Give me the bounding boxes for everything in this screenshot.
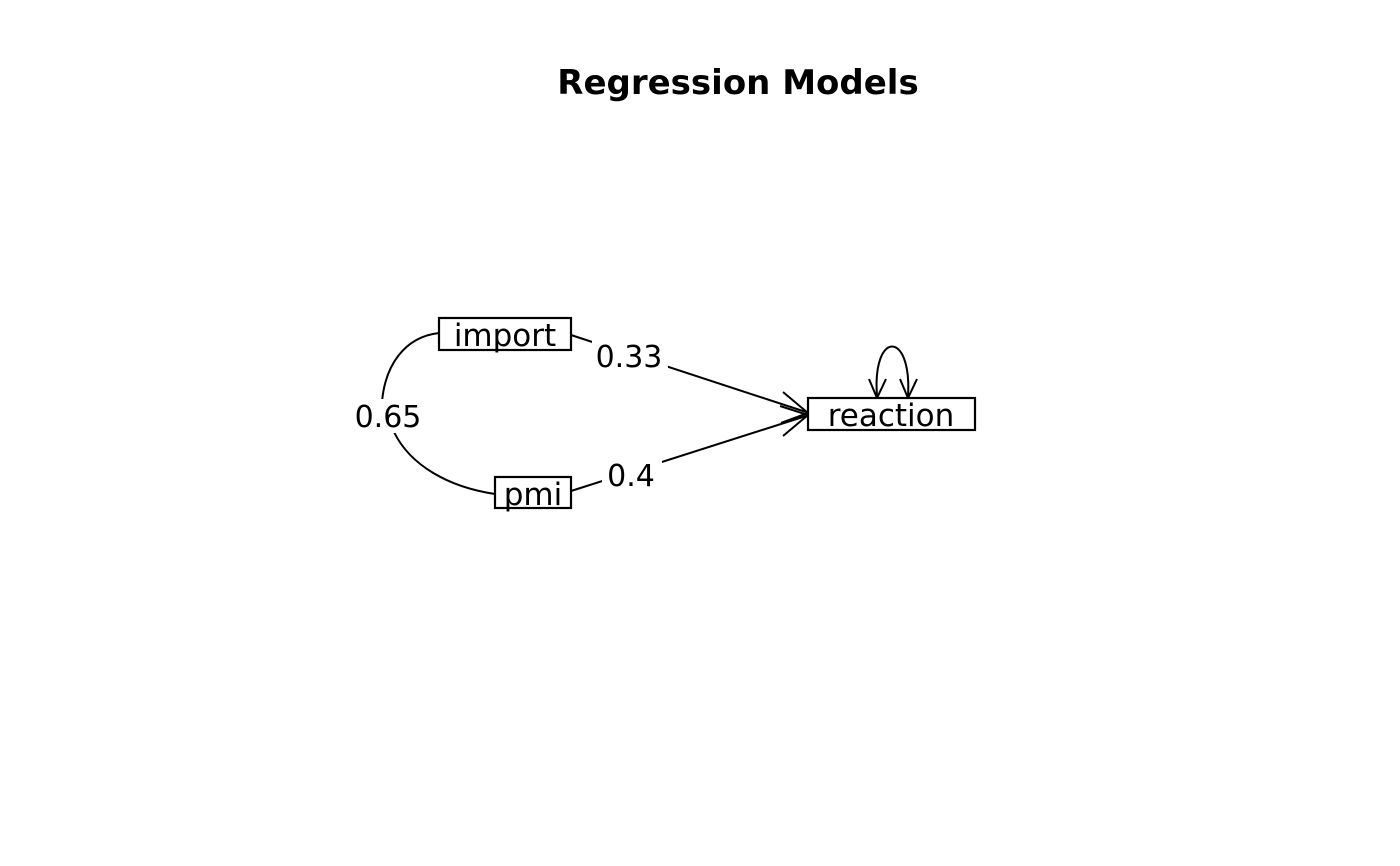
node-import-label: import: [454, 318, 556, 354]
edge-label-import-reaction: 0.33: [592, 338, 668, 375]
edge-label-background-033: [592, 338, 668, 372]
node-reaction[interactable]: reaction: [806, 396, 977, 434]
edge-label-065: 0.65: [355, 400, 422, 435]
self-loop-arc: [875, 345, 910, 397]
node-pmi-label: pmi: [504, 477, 563, 513]
node-pmi-box[interactable]: [493, 475, 573, 510]
edge-label-background-065: [350, 399, 428, 433]
node-reaction-label: reaction: [828, 398, 955, 434]
node-import-box[interactable]: [437, 316, 573, 352]
edge-label-import-pmi: 0.65: [350, 399, 428, 435]
covariance-curve-upper: [381, 332, 440, 403]
node-reaction-box[interactable]: [806, 396, 977, 432]
node-pmi[interactable]: pmi: [493, 475, 573, 513]
edge-label-background-04: [602, 458, 662, 492]
edge-label-04: 0.4: [607, 459, 655, 494]
edge-reaction-self-loop: [868, 345, 918, 401]
edge-label-033: 0.33: [596, 340, 663, 375]
edge-label-pmi-reaction: 0.4: [602, 458, 662, 494]
edge-import-pmi-covariance: [381, 332, 496, 495]
page-title: Regression Models: [557, 63, 918, 103]
covariance-curve-lower: [393, 431, 496, 495]
node-import[interactable]: import: [437, 316, 573, 354]
